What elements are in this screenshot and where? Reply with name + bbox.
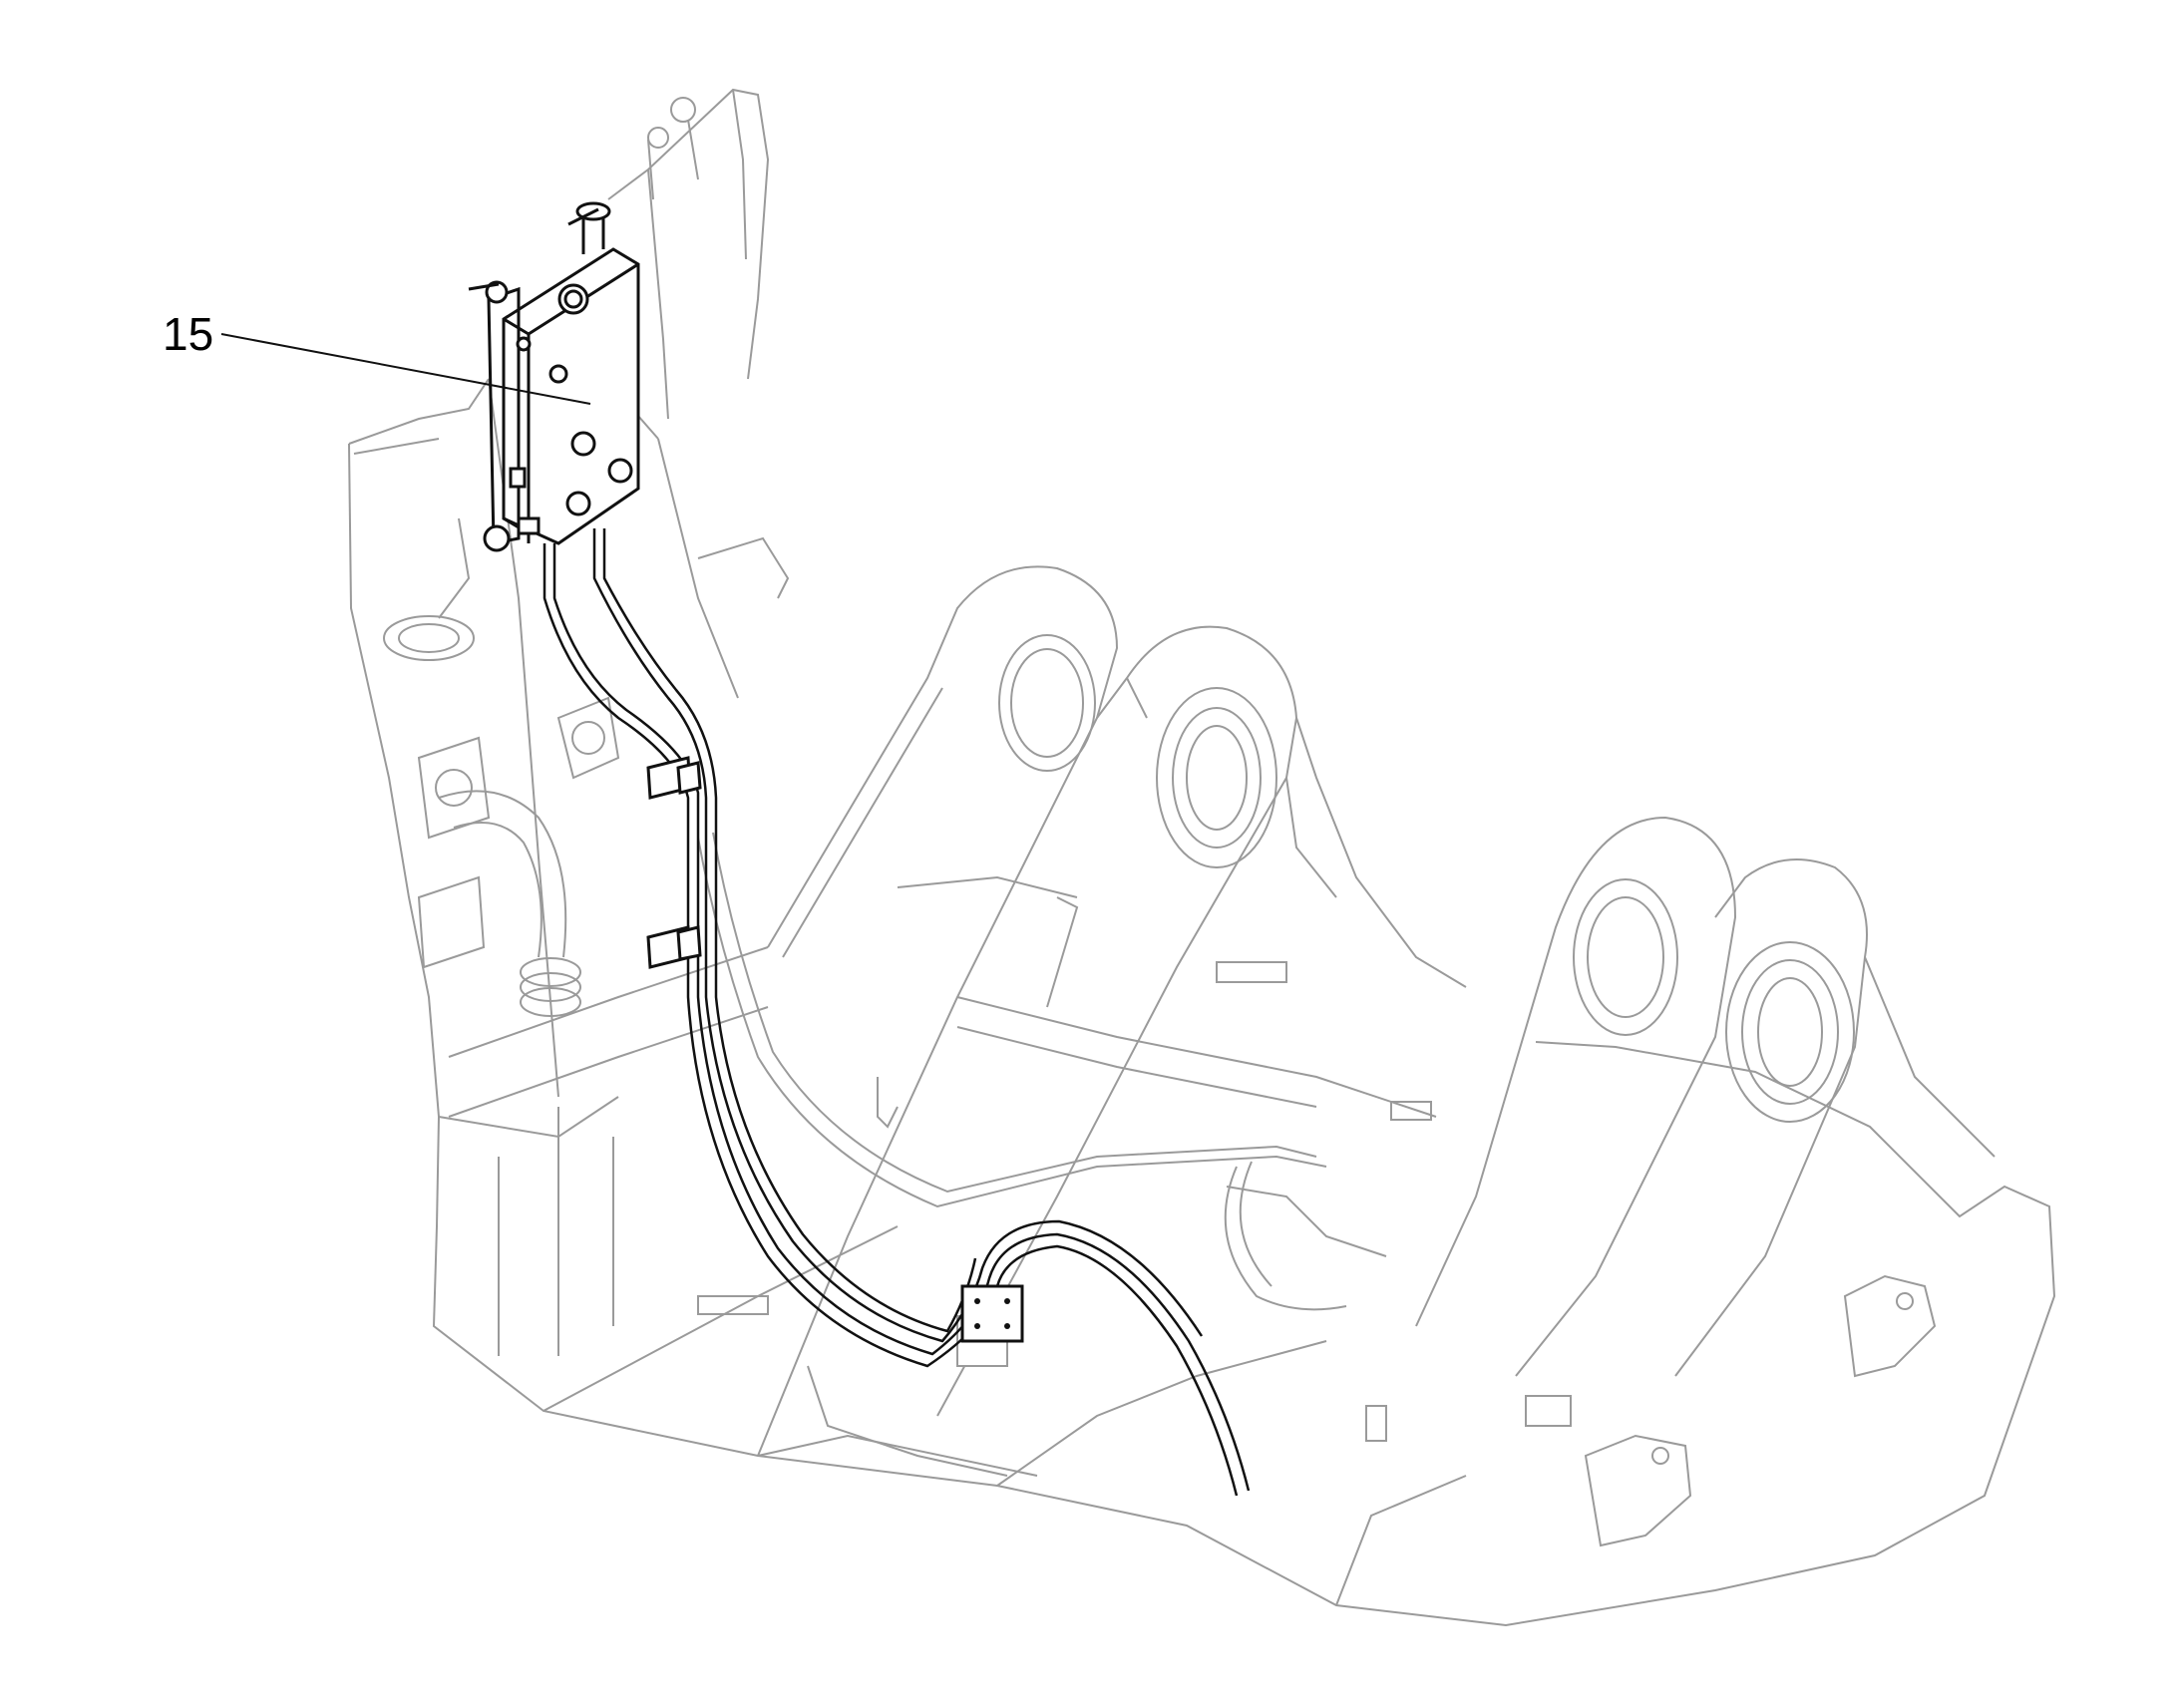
loader-arm-left [757, 565, 1467, 1457]
loader-arm-right [1365, 816, 1996, 1547]
valve-block [468, 201, 640, 552]
rear-hose-run [697, 832, 1347, 1311]
hose-pair [543, 528, 1251, 1497]
rear-tower [383, 88, 790, 1356]
callout-leader-line [220, 333, 591, 405]
cross-members [697, 961, 1437, 1477]
callout-label-15: 15 [163, 308, 214, 360]
